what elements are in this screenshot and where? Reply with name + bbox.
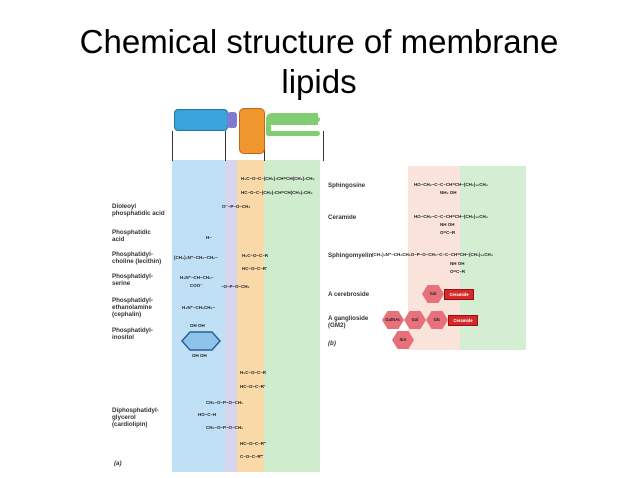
formula-cardio-3: CH₂–O–P–O–CH₂ <box>206 400 244 405</box>
formula-sphingosine: HO–CH₂–C–C–CH=CH–(CH₂)₁₂CH₃ <box>414 182 488 187</box>
legend-bracket-mid <box>225 131 226 161</box>
panel-b-tag: (b) <box>328 340 336 347</box>
formula-cardio-6: HC–O–C–R″ <box>240 441 267 446</box>
formula-ceramide-sub: NH OH <box>440 222 455 227</box>
ceramide-box-2: Ceramide <box>448 315 478 326</box>
sugar-gal-hex <box>422 285 444 303</box>
inositol-ring <box>180 331 222 351</box>
formula-sphingosine-sub: NH₂ OH <box>440 190 457 195</box>
legend-green-link <box>266 117 271 136</box>
label-ganglioside: A ganglioside (GM2) <box>328 315 369 329</box>
formula-oleoyl-2: HC–O–C–(CH₂)₇CH=CH(CH₂)₇CH₃ <box>241 190 313 195</box>
formula-cardio-7: C–O–C–R‴ <box>240 454 263 459</box>
formula-ethanolamine: H₃N⁺–CH₂CH₂– <box>182 305 215 310</box>
formula-ceramide-sub2: O=C–R <box>440 230 456 235</box>
formula-cardio-1: H₂C–O–C–R <box>240 370 267 375</box>
formula-sphingomyelin-sub: NH OH <box>450 261 465 266</box>
title-line-1: Chemical structure of membrane <box>79 23 559 60</box>
slide-title: Chemical structure of membrane lipids <box>0 22 638 102</box>
formula-oleoyl-1: H₂C–O–C–(CH₂)₇CH=CH(CH₂)₇CH₃ <box>241 176 315 181</box>
label-sphingosine: Sphingosine <box>328 182 366 189</box>
label-phosphatidylserine: Phosphatidyl-serine <box>112 273 153 287</box>
ceramide-box-1: Ceramide <box>444 289 474 300</box>
sugar-sia-hex <box>392 331 414 349</box>
legend-purple-block <box>227 112 237 128</box>
sugar-gal2-hex <box>404 311 426 329</box>
formula-phosphate: O⁻–P–O–CH₂ <box>222 204 251 209</box>
formula-serine: H₃N⁺–CH–CH₂– <box>180 275 214 280</box>
region-green <box>264 160 320 472</box>
title-line-2: lipids <box>281 63 357 100</box>
ceramide-box-1-label: Ceramide <box>449 292 469 297</box>
formula-coo: COO⁻ <box>190 283 203 288</box>
sugar-sia-label: SiA <box>399 337 407 342</box>
panel-a-tag: (a) <box>114 460 122 467</box>
formula-glyc-p: –O–P–O–CH₂ <box>221 284 250 289</box>
legend-green-tail-2 <box>266 131 320 136</box>
region-head-blue <box>172 160 225 472</box>
label-ceramide: Ceramide <box>328 214 357 221</box>
legend-green-tail-1b <box>266 117 320 122</box>
legend-bracket <box>172 131 324 161</box>
formula-h: H– <box>206 235 212 240</box>
label-phosphatidylethanolamine: Phosphatidyl-ethanolamine (cephalin) <box>112 297 153 318</box>
formula-cardio-5: CH₂–O–P–O–CH₂ <box>206 425 244 430</box>
formula-cardio-4: HO–C–H <box>198 412 217 417</box>
label-phosphatidylinositol: Phosphatidyl-inositol <box>112 327 153 341</box>
sugar-galnac-hex <box>382 311 404 329</box>
formula-sphingomyelin-sub2: O=C–R <box>450 269 466 274</box>
label-phosphatidic-acid: Phosphatidic acid <box>112 229 151 243</box>
formula-choline: (CH₃)₃N⁺–CH₂–CH₂– <box>174 255 218 260</box>
legend-orange-block <box>239 108 265 154</box>
label-dioleoyl: Dioleoyl phosphatidic acid <box>112 203 165 217</box>
formula-sphingomyelin: (CH₃)₃N⁺–CH₂CH₂O–P–O–CH₂–C–C–CH=CH–(CH₂)… <box>372 252 493 257</box>
formula-glyc-r2: HC–O–C–R′ <box>242 266 268 271</box>
sugar-galnac-label: GalNAc <box>385 317 401 322</box>
ceramide-box-2-label: Ceramide <box>453 318 473 323</box>
formula-glyc-r1: H₂C–O–C–R <box>242 253 269 258</box>
formula-ceramide: HO–CH₂–C–C–CH=CH–(CH₂)₁₂CH₃ <box>414 214 488 219</box>
region-orange <box>237 160 264 472</box>
label-cerebroside: A cerebroside <box>328 291 370 298</box>
sugar-glc-hex <box>426 311 448 329</box>
legend-blue-block <box>174 109 228 131</box>
formula-inositol-oh: OH OH <box>190 323 205 328</box>
sugar-gal2-label: Gal <box>411 317 419 322</box>
region-lavender <box>225 160 237 472</box>
label-cardiolipin: Diphosphatidyl-glycerol (cardiolipin) <box>112 407 159 428</box>
inositol-hexagon <box>180 331 222 351</box>
sugar-glc-label: Glc <box>433 317 441 322</box>
formula-cardio-2: HC–O–C–R′ <box>240 384 266 389</box>
label-phosphatidylcholine: Phosphatidyl-choline (lecithin) <box>112 251 162 265</box>
formula-inositol-oh-bottom: OH OH <box>192 353 207 358</box>
sugar-gal-label: Gal <box>429 291 437 296</box>
label-sphingomyelin: Sphingomyelin <box>328 252 373 259</box>
